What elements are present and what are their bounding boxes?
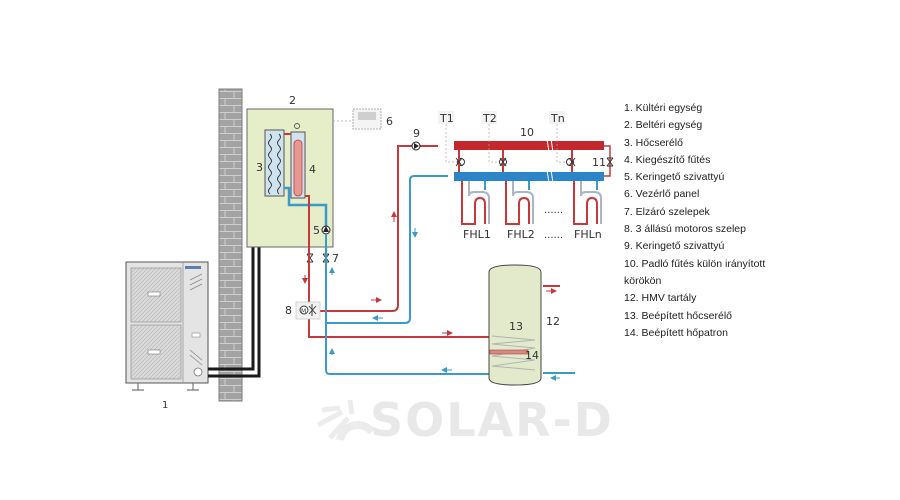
legend-item: 4. Kiegészítő fűtés (624, 153, 711, 166)
loop-fhl1 (461, 181, 490, 225)
hot-water-pipes (308, 145, 560, 338)
label-bypass-valve: 11 (592, 156, 606, 169)
thermostat-label-tn: Tn (550, 112, 565, 125)
label-immersion-heater: 14 (525, 349, 539, 362)
legend-item: 7. Elzáró szelepek (624, 205, 710, 218)
loop-label-fhl2: FHL2 (507, 228, 535, 241)
legend-item: 2. Beltéri egység (624, 119, 703, 132)
floor-heating-loops: FHL1 FHL2 FHLn ...... ...... (461, 181, 602, 241)
motor-symbol: M (301, 308, 306, 315)
loop-label-continuation-dots: ...... (544, 230, 563, 241)
thermostat-t1: T1 (438, 111, 457, 163)
control-panel: 6 (333, 108, 393, 130)
label-manifold: 10 (520, 126, 534, 139)
legend-item: körökön (624, 274, 662, 287)
outdoor-unit: 1 (125, 261, 209, 411)
zone-valves (455, 150, 576, 172)
legend-item: 10. Padló fűtés külön irányított (624, 257, 766, 270)
three-way-motor-valve: M 8 (285, 301, 321, 320)
circulation-pump-9: 9 (411, 127, 421, 151)
thermostat-t2: T2 (481, 111, 499, 163)
label-outdoor-unit: 1 (162, 400, 168, 411)
heat-exchanger (264, 129, 285, 197)
label-control-panel: 6 (386, 115, 393, 128)
thermostat-label-t1: T1 (439, 112, 454, 125)
legend-item: 13. Beépített hőcserélő (624, 309, 732, 322)
thermostat-tn: Tn (549, 111, 566, 163)
label-backup-heater: 4 (309, 163, 316, 176)
label-dhw-tank: 12 (546, 315, 560, 328)
cold-water-pipes (325, 175, 575, 375)
legend-item: 14. Beépített hőpatron (624, 326, 728, 339)
legend-item: 6. Vezérlő panel (624, 188, 700, 201)
legend-item: 9. Keringető szivattyú (624, 240, 725, 253)
legend-item: 1. Kültéri egység (624, 102, 703, 114)
loop-label-fhl1: FHL1 (463, 228, 491, 241)
indoor-unit: 2 3 4 5 (246, 94, 334, 248)
watermark: SOLAR-D (316, 393, 614, 447)
flow-arrows (302, 211, 560, 381)
zone-thermostats: T1 T2 Tn (438, 111, 576, 172)
brick-wall (218, 88, 243, 402)
label-pump-5: 5 (313, 224, 320, 237)
floor-heating-manifold: 10 11 (454, 126, 614, 184)
loop-label-fhln: FHLn (574, 228, 602, 241)
loop-continuation-dots: ...... (544, 205, 563, 216)
legend: 1. Kültéri egység 2. Beltéri egység 3. H… (624, 100, 765, 342)
shutoff-valves: 7 (306, 252, 339, 265)
legend-item: 8. 3 állású motoros szelep (624, 223, 746, 236)
legend-item: 5. Keringető szivattyú (624, 171, 725, 184)
thermostat-label-t2: T2 (482, 112, 497, 125)
label-shutoff-valves: 7 (332, 252, 339, 265)
immersion-heater (489, 349, 529, 355)
legend-item: 12. HMV tartály (624, 292, 697, 305)
watermark-text: SOLAR-D (370, 393, 614, 447)
legend-item: 3. Hőcserélő (624, 136, 683, 149)
loop-fhln (573, 181, 602, 225)
sun-rays-icon (316, 399, 376, 442)
loop-fhl2 (505, 181, 534, 225)
label-heat-exchanger: 3 (256, 161, 263, 174)
label-indoor-unit: 2 (289, 94, 296, 107)
dhw-tank: 13 14 12 (488, 264, 560, 386)
label-tank-coil: 13 (509, 320, 523, 333)
label-pump-9: 9 (413, 127, 420, 140)
label-three-way-valve: 8 (285, 304, 292, 317)
